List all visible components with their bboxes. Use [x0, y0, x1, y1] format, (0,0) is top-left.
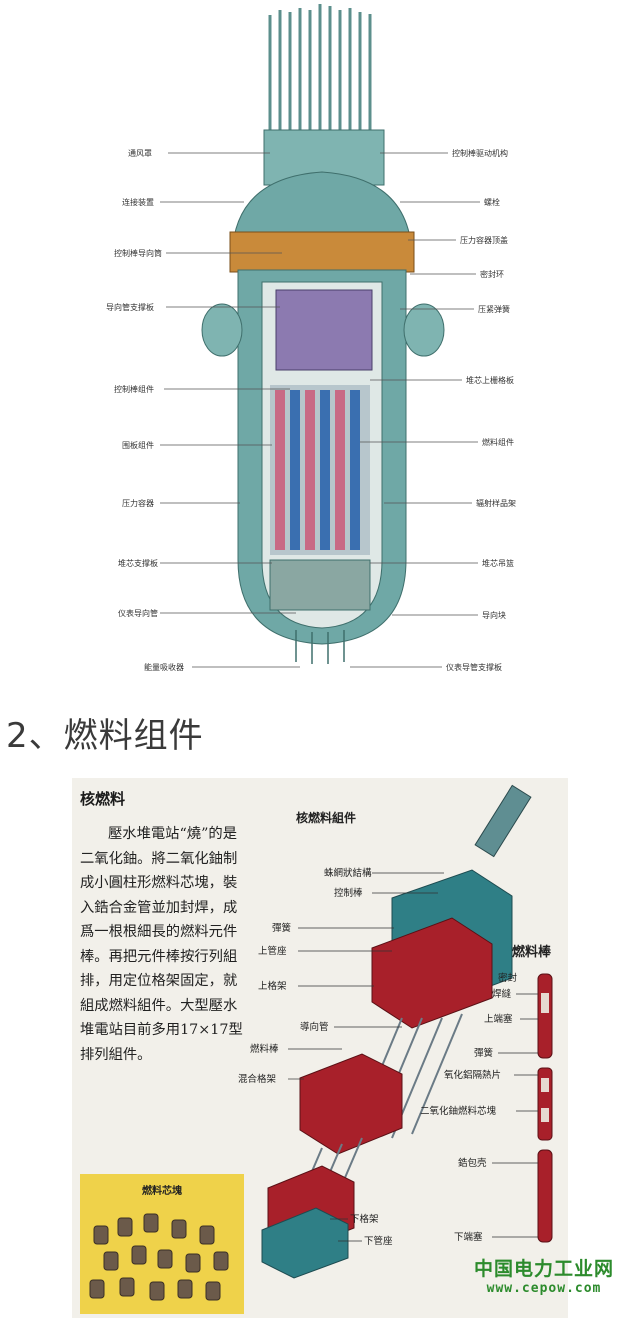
inlet-nozzle-left: [201, 303, 243, 357]
label-control-rod-drive: 控制棒驱动机构: [452, 148, 508, 158]
label-weld: 焊縫: [492, 988, 512, 1000]
label-guide-tube: 導向管: [300, 1021, 329, 1033]
label-upper-grid: 上格架: [258, 980, 287, 992]
assembly-title: 核燃料組件: [296, 810, 356, 825]
pellet-title: 燃料芯塊: [142, 1186, 182, 1197]
label-uo2-pellet: 二氧化鈾燃料芯塊: [420, 1105, 497, 1117]
label-specimen-holder: 辐射样品架: [476, 498, 516, 508]
section-heading: 2、燃料组件: [6, 716, 204, 756]
label-top-nozzle: 上管座: [258, 945, 287, 957]
label-hold-down-spring: 压紧弹簧: [478, 304, 510, 314]
label-seal-ring: 密封环: [480, 269, 504, 279]
label-energy-absorber: 能量吸收器: [144, 662, 184, 672]
label-fuel-rod: 燃料棒: [250, 1043, 279, 1055]
label-control-rod-guide-tube: 控制棒导向筒: [114, 248, 162, 258]
label-control-rod-assembly: 控制棒组件: [114, 384, 154, 394]
assembly-bottom-nozzle: [261, 1207, 349, 1279]
reactor-diagram: 通风罩 连接装置 控制棒导向筒 导向管支撑板 控制棒组件 围板组件 压力容器 堆…: [106, 4, 516, 672]
panel-title: 核燃料: [80, 790, 126, 808]
label-rod-spring: 彈簧: [474, 1047, 494, 1059]
label-core-barrel: 堆芯吊篮: [482, 558, 514, 568]
label-top-end-plug: 上端塞: [484, 1013, 513, 1025]
flange-ring: [229, 231, 415, 273]
upper-internals: [275, 289, 373, 371]
label-ventilation-hood: 通风罩: [128, 148, 152, 158]
assembly-upper-grid: [371, 917, 493, 1029]
outlet-nozzle-right: [403, 303, 445, 357]
label-connector: 连接装置: [122, 197, 154, 207]
core-support: [269, 559, 371, 611]
label-core-support-plate: 堆芯支撑板: [118, 558, 158, 568]
label-spring: 彈簧: [272, 922, 292, 934]
label-bottom-end-plug: 下端塞: [454, 1231, 483, 1243]
label-control-rod: 控制棒: [334, 887, 363, 899]
fuel-pellets-icon: [89, 1213, 229, 1301]
reactor-labels-left: 通风罩 连接装置 控制棒导向筒 导向管支撑板 控制棒组件 围板组件 压力容器 堆…: [106, 148, 300, 672]
label-mixing-grid: 混合格架: [238, 1073, 277, 1085]
watermark: 中国电力工业网 www.cepow.com: [450, 1254, 638, 1296]
label-alumina-spacer: 氧化鋁隔熱片: [444, 1069, 501, 1081]
watermark-url: www.cepow.com: [486, 1281, 602, 1296]
assembly-mixing-grid: [299, 1053, 403, 1155]
label-baffle-assembly: 围板组件: [122, 440, 154, 450]
label-upper-core-plate: 堆芯上栅格板: [466, 375, 514, 385]
label-guide-block: 导向块: [482, 610, 506, 620]
label-instrument-guide-tube: 仪表导向管: [118, 608, 158, 618]
label-bottom-nozzle: 下管座: [364, 1235, 393, 1247]
instrument-tubes: [295, 630, 345, 664]
fuel-rod-title: 燃料棒: [512, 944, 552, 960]
label-bolt: 螺栓: [484, 197, 500, 207]
label-vessel-head: 压力容器顶盖: [460, 235, 508, 245]
label-zirconium-cladding: 鋯包壳: [458, 1157, 487, 1169]
reactor-core: [270, 385, 370, 555]
label-fuel-assembly: 燃料组件: [482, 437, 514, 447]
label-seal: 密封: [498, 972, 518, 984]
panel-description: 壓水堆電站“燒”的是二氧化鈾。將二氧化鈾制成小圓柱形燃料芯塊，裝入鋯合金管並加封…: [80, 826, 243, 1063]
pellet-photo: 燃料芯塊: [80, 1174, 244, 1314]
assembly-labels: 蛛網狀結構 控制棒 彈簧 上管座 上格架 導向管 燃料棒 混合格架 下格架 下管…: [238, 867, 444, 1247]
fuel-assembly-diagram: 核燃料組件 蛛網狀結構 控制棒 彈簧 上管座 上格架 導向管 燃料棒 混合格架: [238, 784, 553, 1279]
fuel-rod-graphic: [537, 973, 553, 1243]
watermark-site-name: 中国电力工业网: [473, 1258, 614, 1280]
fuel-rod-labels: 密封 焊縫 上端塞 彈簧 氧化鋁隔熱片 二氧化鈾燃料芯塊 鋯包壳 下端塞: [420, 972, 538, 1243]
control-rod-drive-rods: [268, 4, 372, 150]
assembly-top-nozzle: [474, 784, 532, 858]
label-lower-grid: 下格架: [350, 1213, 379, 1225]
reactor-labels-right: 控制棒驱动机构 螺栓 压力容器顶盖 密封环 压紧弹簧 堆芯上栅格板 燃料组件 辐…: [350, 148, 516, 672]
label-spider: 蛛網狀結構: [324, 867, 372, 879]
label-guide-tube-support-plate: 导向管支撑板: [106, 302, 154, 312]
label-pressure-vessel: 压力容器: [122, 498, 154, 508]
label-instrument-tube-support: 仪表导管支撑板: [446, 662, 502, 672]
